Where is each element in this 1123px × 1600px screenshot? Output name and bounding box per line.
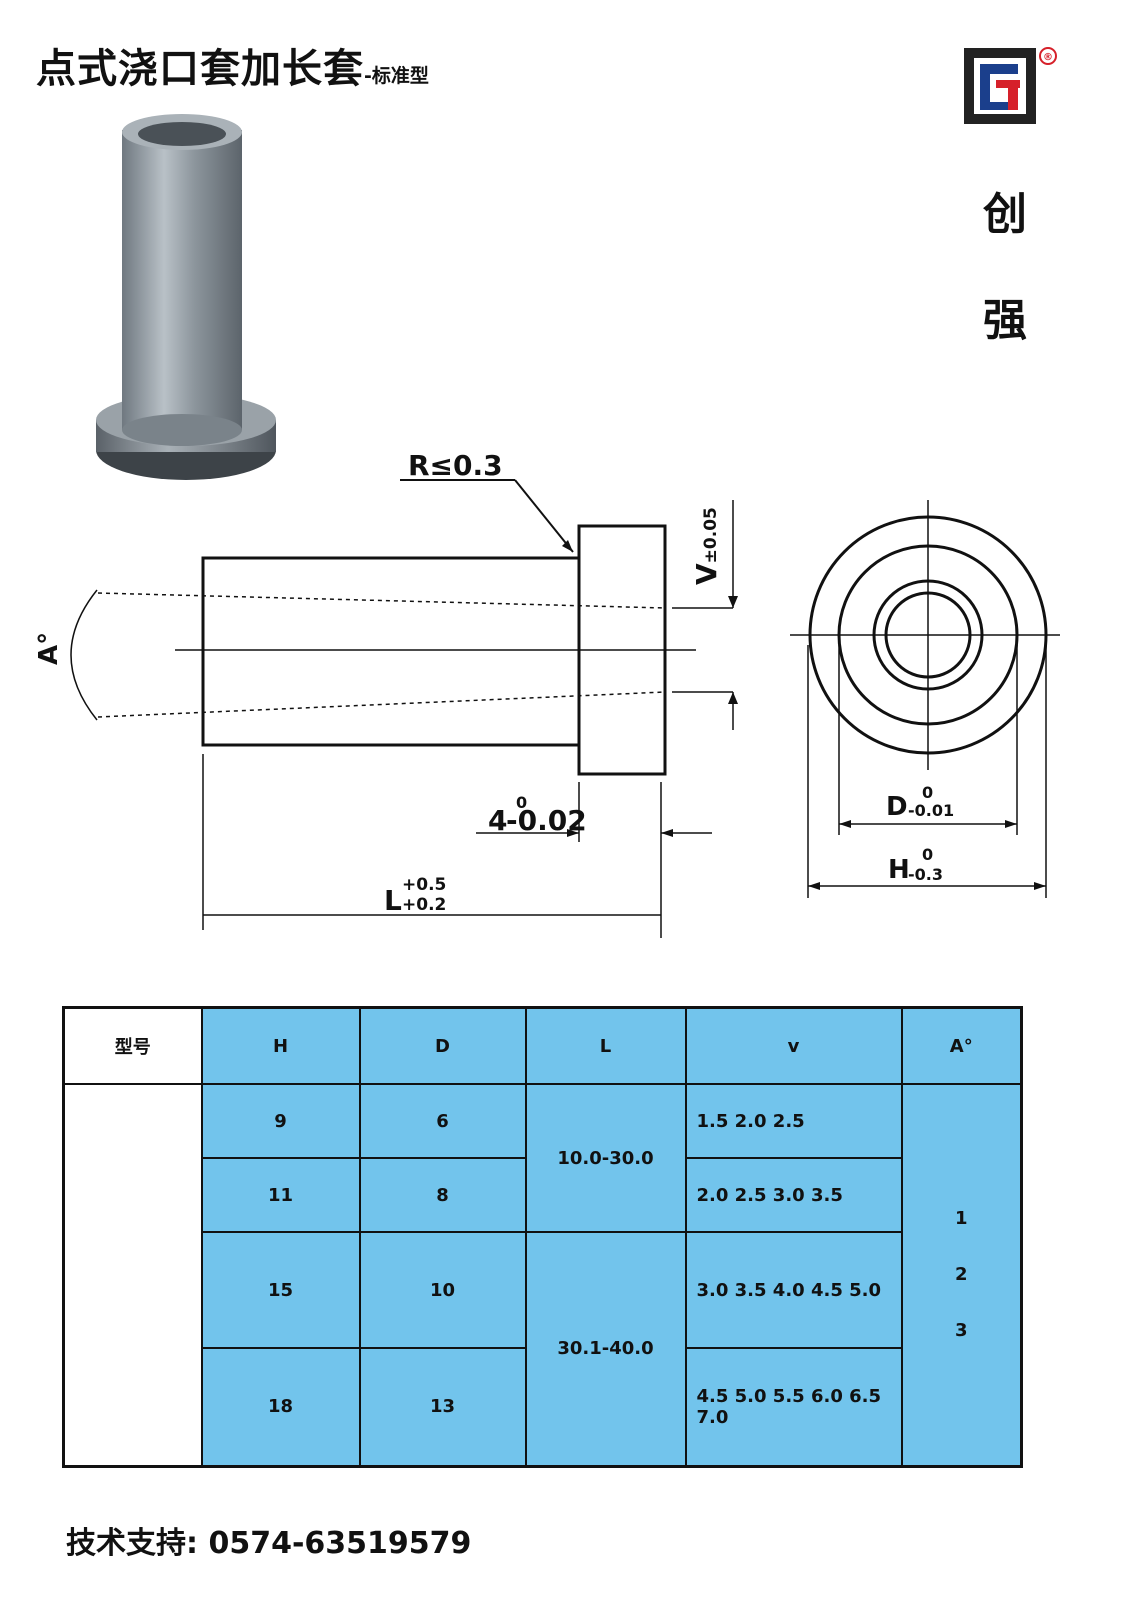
- flange-tol-lower: -0.02: [506, 804, 587, 837]
- a-value-3: 3: [954, 1319, 968, 1341]
- model-cell: [62, 1083, 203, 1467]
- support-line: 技术支持: 0574-63519579: [66, 1518, 471, 1562]
- brand-char-2: 强: [983, 295, 1027, 346]
- a-value-1: 1: [954, 1207, 968, 1229]
- support-phone: 0574-63519579: [208, 1526, 472, 1561]
- table-row: 9 6 10.0-30.0 1.5 2.0 2.5 1 2 3: [62, 1083, 1023, 1467]
- product-photo: [96, 114, 276, 480]
- header-v: v: [684, 1006, 903, 1085]
- technical-drawing: R≤0.3 V±0.05 A° 4 0 -0.02 L +0.5 +0.2 D …: [34, 449, 1060, 938]
- flange-dim-base: 4: [488, 804, 507, 837]
- angle-label: A°: [34, 632, 64, 665]
- radius-label: R≤0.3: [408, 449, 503, 482]
- cell-v: 2.0 2.5 3.0 3.5: [684, 1157, 903, 1233]
- cell-d: 6: [358, 1083, 527, 1159]
- d-tol-lower: -0.01: [908, 801, 954, 820]
- cq-logo-icon: ®: [964, 47, 1057, 124]
- cell-h: 18: [200, 1347, 361, 1467]
- cell-v: 3.0 3.5 4.0 4.5 5.0: [684, 1231, 903, 1349]
- h-tol-upper: 0: [922, 845, 933, 864]
- cell-v: 1.5 2.0 2.5: [684, 1083, 903, 1159]
- table-header-row: 型号 H D L v A°: [62, 1006, 1023, 1085]
- cell-d: 13: [358, 1347, 527, 1467]
- table-row: 11 8 2.0 2.5 3.0 3.5: [64, 1157, 1022, 1233]
- header-d: D: [358, 1006, 527, 1085]
- registered-mark: ®: [1043, 52, 1053, 63]
- header-model: 型号: [62, 1006, 203, 1085]
- cell-a: 1 2 3: [900, 1083, 1023, 1467]
- length-tol-upper: +0.5: [402, 875, 446, 895]
- h-dim-base: H: [888, 855, 910, 885]
- header-a: A°: [900, 1006, 1023, 1085]
- d-tol-upper: 0: [922, 783, 933, 802]
- support-label: 技术支持:: [66, 1526, 198, 1561]
- side-view: [70, 479, 734, 938]
- page-title: 点式浇口套加长套-标准型: [36, 36, 429, 94]
- flange-tol-upper: 0: [516, 793, 527, 812]
- cell-v: 4.5 5.0 5.5 6.0 6.5 7.0: [684, 1347, 903, 1467]
- cell-d: 8: [358, 1157, 527, 1233]
- h-tol-lower: -0.3: [908, 865, 943, 884]
- cell-h: 9: [200, 1083, 361, 1159]
- cell-d: 10: [358, 1231, 527, 1349]
- table-row: 18 13 4.5 5.0 5.5 6.0 6.5 7.0: [64, 1347, 1022, 1467]
- cell-l-group-1: 10.0-30.0: [524, 1083, 687, 1233]
- brand-char-1: 创: [983, 189, 1027, 240]
- length-tol-lower: +0.2: [402, 895, 446, 915]
- cell-h: 11: [200, 1157, 361, 1233]
- header-l: L: [524, 1006, 687, 1085]
- header-h: H: [200, 1006, 361, 1085]
- title-main: 点式浇口套加长套: [36, 46, 364, 92]
- length-dim-base: L: [384, 884, 402, 917]
- cell-h: 15: [200, 1231, 361, 1349]
- d-dim-base: D: [886, 792, 908, 822]
- a-value-2: 2: [954, 1263, 968, 1285]
- v-label: V±0.05: [690, 507, 723, 585]
- end-view: [790, 500, 1060, 898]
- spec-table: 型号 H D L v A° 9 6 10.0-30.0 1.5 2.0 2.5 …: [62, 1006, 1023, 1468]
- title-subtitle: -标准型: [364, 65, 429, 87]
- cell-l-group-2: 30.1-40.0: [524, 1231, 687, 1467]
- table-row: 15 10 30.1-40.0 3.0 3.5 4.0 4.5 5.0: [64, 1231, 1022, 1467]
